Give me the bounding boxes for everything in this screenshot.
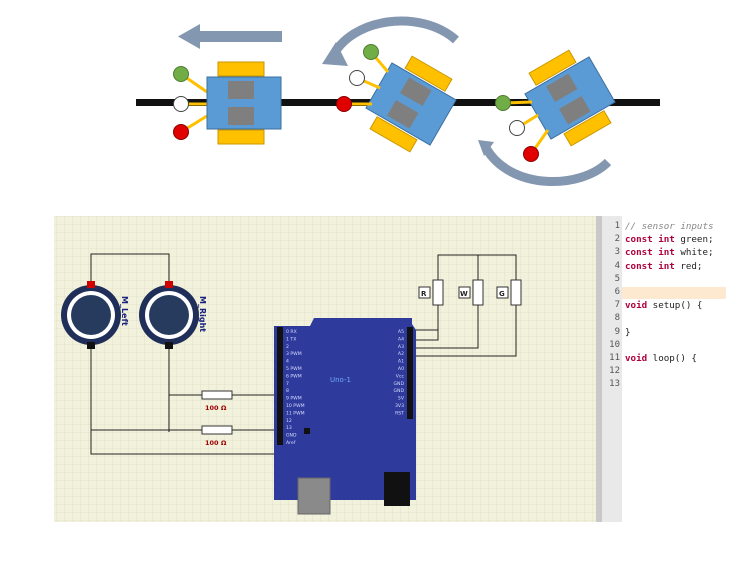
- code-line[interactable]: }: [625, 326, 631, 338]
- circuit-canvas[interactable]: M_Left M_Right: [54, 216, 596, 522]
- board-pin-label: RST: [395, 410, 404, 416]
- board-pin-label: 3 PWM: [286, 351, 302, 357]
- code-line[interactable]: // sensor inputs: [625, 221, 714, 232]
- board-pin-label: 0 RX: [286, 329, 297, 335]
- red-sensor-icon: [173, 124, 189, 140]
- line-number: 13: [609, 379, 620, 390]
- motor-left-label: M_Left: [120, 296, 129, 326]
- board-pin-label: 4: [286, 359, 289, 365]
- line-follower-diagram: [136, 16, 660, 186]
- white-sensor-icon: [509, 120, 525, 136]
- line-number: 11: [609, 353, 620, 363]
- line-number: 8: [614, 313, 620, 324]
- current-line-highlight: [622, 287, 726, 299]
- line-number: 6: [614, 287, 620, 297]
- board-pin-label: GND: [393, 388, 404, 394]
- board-pin-label: 5V: [398, 396, 405, 402]
- code-line[interactable]: const int white;: [625, 247, 714, 259]
- usb-port: [297, 477, 331, 515]
- green-sensor-icon: [173, 66, 189, 82]
- robot-turning-left: [478, 49, 616, 186]
- resistor-top-label: 100 Ω: [205, 404, 227, 412]
- board-pin-label: 13: [286, 425, 292, 431]
- line-number: 1: [614, 221, 620, 231]
- board-pin-label: A4: [398, 336, 404, 342]
- red-sensor-icon: [523, 146, 539, 162]
- line-number: 2: [614, 234, 620, 245]
- code-line[interactable]: void loop() {: [625, 353, 697, 364]
- line-number: 7: [614, 300, 620, 311]
- motor-right-label: M_Right: [198, 296, 207, 332]
- wires: [90, 253, 517, 455]
- line-number: 5: [614, 273, 620, 284]
- board-pin-label: 3V3: [395, 403, 404, 409]
- board-pin-label: 9 PWM: [286, 396, 302, 402]
- robot-turning-right: [322, 16, 459, 153]
- sensor-g[interactable]: G: [496, 279, 522, 306]
- sensor-r[interactable]: R: [418, 279, 444, 306]
- board-pin-label: GND: [286, 433, 297, 439]
- board-pin-label: A1: [398, 359, 404, 365]
- red-sensor-icon: [336, 96, 352, 112]
- white-sensor-icon: [349, 70, 365, 86]
- board-pin-label: 10 PWM: [286, 403, 305, 409]
- resistor-bottom[interactable]: 100 Ω: [201, 425, 233, 447]
- move-left-arrow: [178, 24, 282, 49]
- board-pin-label: 12: [286, 418, 292, 424]
- resistor-bottom-label: 100 Ω: [205, 439, 227, 447]
- board-pin-label: Aref: [286, 440, 296, 446]
- code-line[interactable]: const int green;: [625, 234, 714, 246]
- board-pin-label: 5 PWM: [286, 366, 302, 372]
- sensor-w[interactable]: W: [458, 279, 484, 306]
- power-jack: [384, 472, 410, 506]
- gutter-scrollbar[interactable]: [596, 216, 602, 522]
- sensor-r-label: R: [421, 290, 427, 298]
- board-pin-label: 2: [286, 344, 289, 350]
- code-line[interactable]: const int red;: [625, 260, 703, 272]
- sensor-g-label: G: [499, 290, 505, 298]
- sensor-w-label: W: [460, 290, 468, 298]
- board-pin-label: A3: [398, 344, 404, 350]
- line-number: 3: [614, 247, 620, 258]
- board-pin-label: 7: [286, 381, 289, 387]
- board-pin-label: A5: [398, 329, 404, 335]
- board-pin-label: Vcc: [396, 373, 405, 379]
- board-pin-label: 1 TX: [286, 336, 296, 342]
- green-sensor-icon: [363, 44, 379, 60]
- board-pin-label: 6 PWM: [286, 373, 302, 379]
- board-pin-label: A2: [398, 351, 404, 357]
- green-sensor-icon: [495, 95, 511, 111]
- line-number: 4: [614, 260, 620, 271]
- code-line[interactable]: void setup() {: [625, 300, 703, 312]
- motor-left[interactable]: M_Left: [61, 281, 129, 349]
- board-pin-label: 8: [286, 388, 289, 394]
- board-pin-label: GND: [393, 381, 404, 387]
- robot-straight: [173, 61, 282, 145]
- resistor-top[interactable]: 100 Ω: [201, 390, 233, 412]
- motor-right[interactable]: M_Right: [139, 281, 207, 349]
- white-sensor-icon: [173, 96, 189, 112]
- line-number: 10: [609, 339, 620, 350]
- board-name: Uno-1: [330, 376, 351, 384]
- code-editor[interactable]: [622, 216, 726, 522]
- line-number: 12: [609, 366, 620, 377]
- board-pin-label: 11 PWM: [286, 410, 305, 416]
- board-pin-label: A0: [398, 366, 404, 372]
- line-number: 9: [614, 326, 620, 337]
